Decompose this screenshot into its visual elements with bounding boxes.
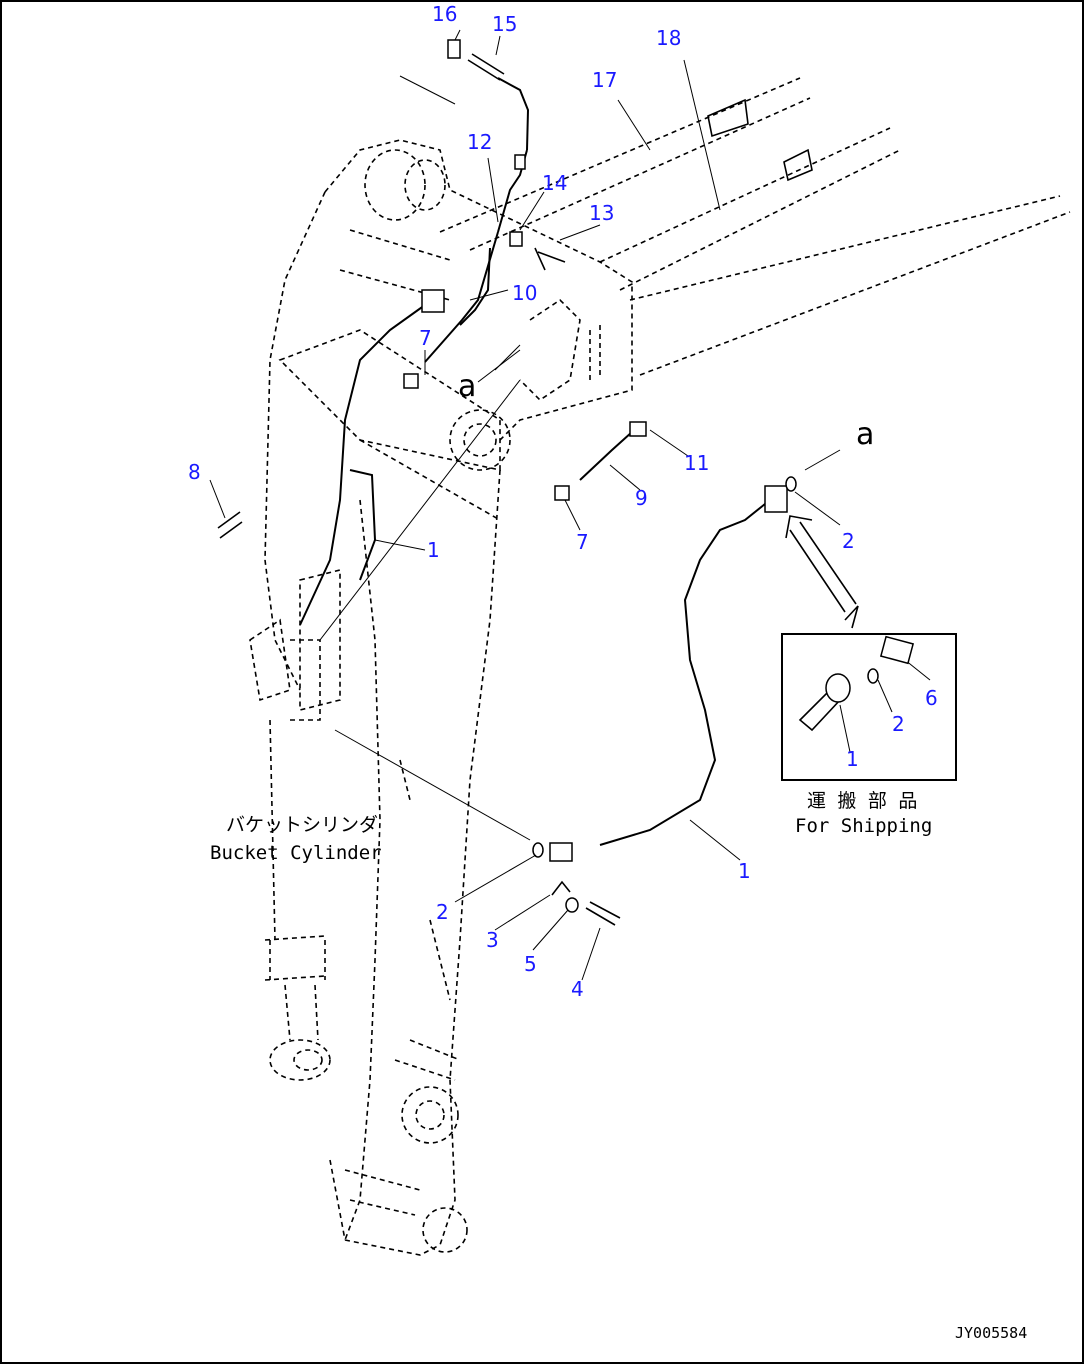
part-2-oring-a [785,476,797,492]
callout-15: 15 [492,12,518,36]
part-10-manifold [421,289,445,313]
shipping-label-jp: 運 搬 部 品 [807,790,918,812]
fittings [217,39,797,926]
callout-2-bottom: 2 [436,900,449,924]
bucket-cylinder [249,568,341,1081]
callout-3: 3 [486,928,499,952]
shipping-label-en: For Shipping [795,815,933,837]
shipping-inset-parts [798,635,915,732]
callout-8: 8 [188,460,201,484]
part-13-bolt [534,247,566,271]
callout-2-inset: 2 [892,712,905,736]
callout-1-inset: 1 [846,747,859,771]
arm-body [264,139,633,1256]
bucket-cylinder-label-en: Bucket Cylinder [210,842,382,864]
callout-1-hose: 1 [738,859,751,883]
callout-12: 12 [467,130,493,154]
callout-5: 5 [524,952,537,976]
callout-11: 11 [684,451,710,475]
part-3-washer [551,880,571,896]
part-7-lower [554,485,570,501]
part-1-lower-end [549,842,573,862]
callout-7-lower: 7 [576,530,589,554]
part-5-washer [565,897,579,913]
callout-10: 10 [512,281,538,305]
leader-lines [209,29,931,981]
routing-arrows [319,349,859,841]
shipping-inset-box [781,633,957,781]
part-1-upper-end [764,485,788,513]
part-14-clamp [509,231,523,247]
callout-6: 6 [925,686,938,710]
callout-16: 16 [432,2,458,26]
part-16-plug [447,39,461,59]
boom-beams [399,75,1071,376]
callout-14: 14 [542,171,568,195]
callout-13: 13 [589,201,615,225]
part-4-bolt [585,901,621,926]
part-1-hose [599,499,771,846]
callout-7-upper: 7 [419,326,432,350]
part-12-fitting [514,154,526,170]
part-15-sensor [467,53,505,81]
callout-4: 4 [571,977,584,1001]
part-8-plug [217,511,243,539]
callout-17: 17 [592,68,618,92]
callout-9: 9 [635,486,648,510]
part-11-fitting [629,421,647,437]
routing-marker-a-left: a [458,369,477,404]
bucket-cylinder-label-jp: バケットシリンダ [226,814,379,836]
callout-2-top: 2 [842,529,855,553]
part-2-oring-c [532,842,544,858]
drawing-code: JY005584 [955,1324,1028,1342]
callout-18: 18 [656,26,682,50]
routing-marker-a-right: a [856,417,875,452]
part-7-upper [403,373,419,389]
callout-1-arm: 1 [427,538,440,562]
